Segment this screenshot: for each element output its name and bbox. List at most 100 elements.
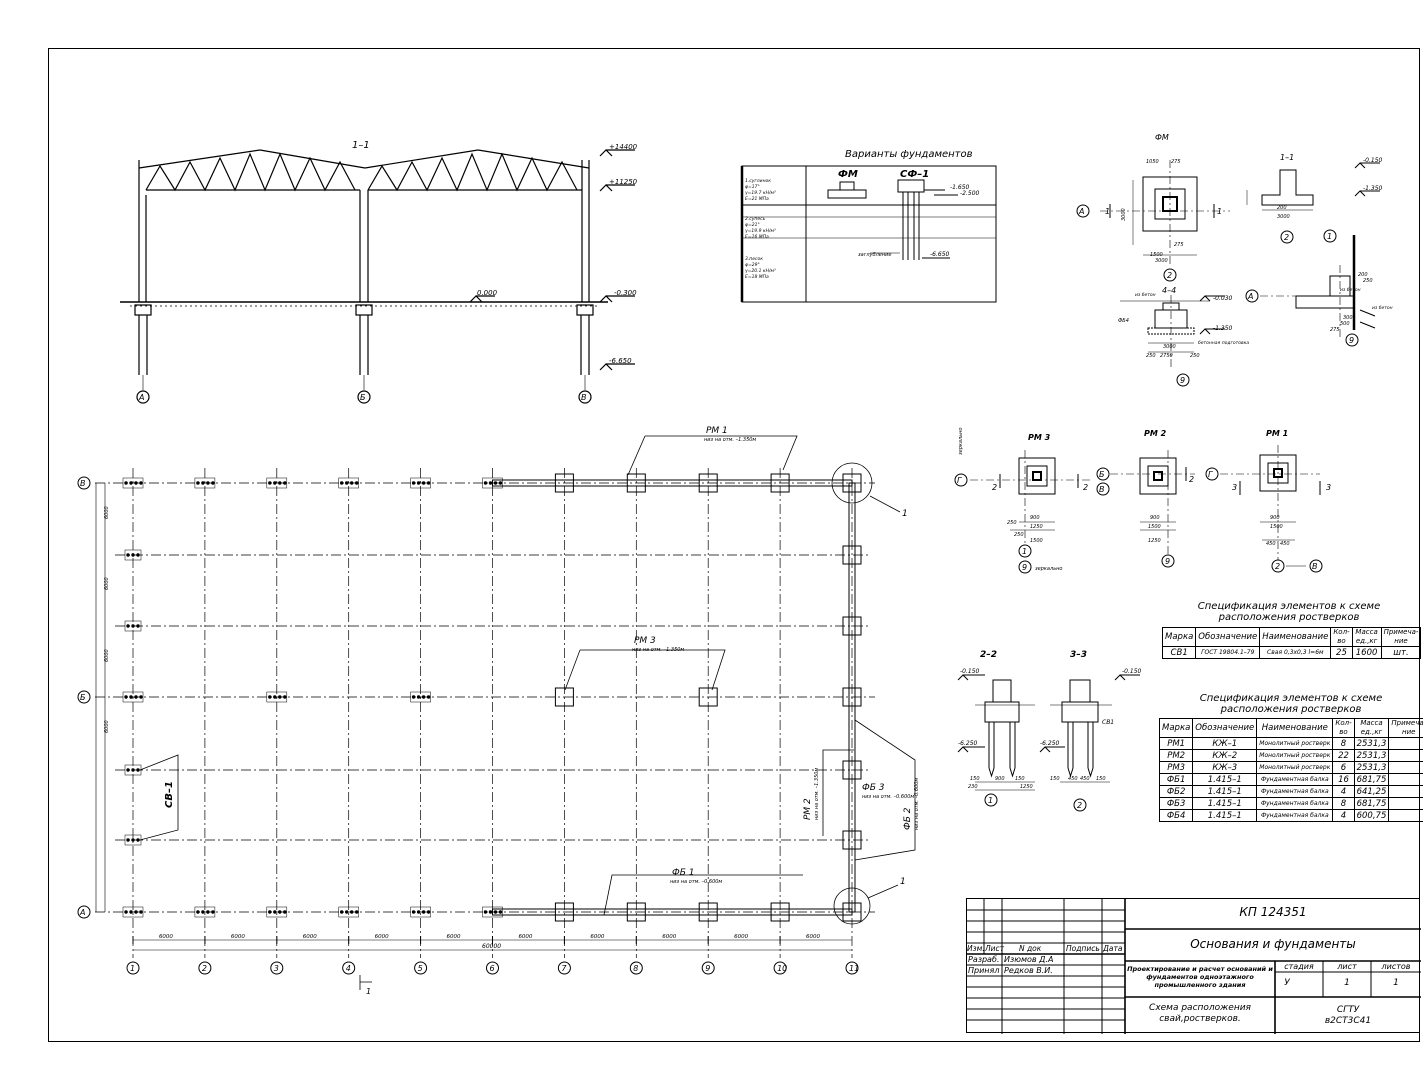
sheets-label: листов [1381, 962, 1411, 971]
soil-3-d: E=18 МПа [745, 274, 769, 280]
pile [355, 910, 359, 914]
elev-ground: -0.300 [614, 289, 637, 297]
grillage-rm3 [554, 687, 574, 707]
plan-rm2: РМ 2 [803, 798, 813, 820]
pile [131, 768, 135, 772]
col-list: Лист [985, 944, 1005, 953]
spec1-r0-name: Свая 0,3х0,3 l=6м [1259, 646, 1332, 659]
grillage [626, 902, 646, 922]
elev-top: +14400 [609, 143, 638, 151]
plan-fb1: ФБ 1 [672, 868, 695, 878]
rm2-cut: 2 [1189, 475, 1194, 484]
grillage [842, 545, 862, 565]
s22-dim-4: 1250 [1020, 784, 1033, 790]
rm1-title: РМ 1 [1266, 429, 1288, 438]
fm-sec-dim: 200 [1277, 205, 1287, 211]
plan-rm2-sub: низ на отм. –1.350м [814, 768, 820, 820]
node-1-axis-9: 9 [1349, 336, 1354, 345]
grillage [842, 473, 862, 493]
spec1-title-l1: Спецификация элементов к схеме [1197, 601, 1381, 612]
axis-bubble [557, 961, 571, 975]
s33-dim-1: 150 [1050, 776, 1060, 782]
spec2-cell: 2531,3 [1353, 749, 1390, 762]
pile [126, 838, 130, 842]
spec1-h-note: Примеча-ние [1380, 627, 1422, 647]
spec2-title: Спецификация элементов к схеме расположе… [1196, 693, 1386, 715]
pile [131, 838, 135, 842]
fm-axis-2: 2 [1167, 271, 1172, 280]
sheet-value: 1 [1344, 978, 1350, 988]
pile [416, 481, 421, 485]
role-check: Принял [968, 966, 1000, 975]
fm-axis-a: А [1078, 207, 1084, 216]
grillage [698, 473, 718, 493]
spec2-cell: Фундаментная балка [1256, 809, 1334, 822]
pile [411, 910, 416, 914]
org-l1: СГТУ [1336, 1005, 1360, 1015]
sheets-value: 1 [1393, 978, 1399, 988]
plan-sv1: СВ–1 [164, 781, 175, 808]
spec2-cell [1388, 773, 1423, 786]
pile-cap [194, 477, 216, 489]
axis-bubble [270, 961, 284, 975]
col-sign: Подпись [1066, 944, 1100, 953]
rm3-axis-g: Г [957, 476, 962, 485]
spec2-cell: 4 [1332, 809, 1355, 822]
pile [340, 481, 344, 485]
spec2-cell: Фундаментная балка [1256, 785, 1334, 798]
s44-label-fb4: ФБ4 [1118, 318, 1129, 324]
fm-dim-4: 275 [1174, 242, 1184, 248]
spec2-cell: Монолитный ростверк [1256, 737, 1334, 750]
rm1-dim-1: 900 [1270, 515, 1280, 521]
pile [273, 910, 277, 914]
pile-cap [410, 477, 431, 489]
grillage [554, 473, 574, 493]
pile-cap [122, 477, 144, 489]
rm1-axis-g: Г [1208, 470, 1213, 479]
spec1-h-qty: Кол-во [1330, 627, 1353, 647]
doc-subtitle: Проектирование и расчет оснований и фунд… [1127, 965, 1273, 989]
s33-dim-3: 450 [1080, 776, 1090, 782]
spec2-cell: РМ2 [1158, 749, 1194, 762]
pile-cap [266, 477, 288, 489]
foundation-beam-right [848, 482, 856, 913]
axis-label-col: 6 [490, 964, 495, 973]
soil-2-d: E=16 МПа [745, 234, 769, 240]
node-1-dim-1: 300 [1343, 315, 1353, 321]
node-1-label-1: из бетон [1340, 287, 1361, 293]
node-1-dim-4: 500 [1340, 321, 1350, 327]
grillage [626, 473, 646, 493]
pile [340, 910, 344, 914]
spec1-title-l2: расположения ростверков [1218, 612, 1360, 623]
spec2-cell: КЖ–2 [1192, 749, 1258, 762]
pile [196, 481, 200, 485]
span-dim: 6000 [662, 934, 676, 940]
rm3-dim-2: 1250 [1030, 524, 1043, 530]
spec2-cell: ФБ2 [1158, 785, 1194, 798]
s33-dim-2: 450 [1068, 776, 1078, 782]
table-row: СВ1 ГОСТ 19804.1–79 Свая 0,3х0,3 l=6м 25… [1161, 646, 1422, 659]
soil-2-b: φ=21° [745, 222, 760, 228]
rm2-axis-b: Б [1099, 470, 1105, 479]
s22-dim-1: 150 [970, 776, 980, 782]
pile-cap [124, 620, 142, 632]
spec2-cell: 1.415–1 [1192, 809, 1258, 822]
grillage [770, 473, 790, 493]
spec2-cell: РМ3 [1158, 761, 1194, 774]
pile [136, 768, 140, 772]
node-1-axis-a: А [1247, 292, 1253, 301]
soil-1-a: 1.суглинок [745, 178, 771, 184]
node-1-dim-2: 275 [1330, 327, 1340, 333]
s44-label-beton: из бетон [1135, 292, 1156, 298]
rm2-title: РМ 2 [1144, 429, 1167, 438]
col-date: Дата [1103, 944, 1123, 953]
axis-bubble [845, 961, 859, 975]
pile [426, 481, 431, 485]
spec2-cell: 16 [1332, 773, 1355, 786]
pile [278, 910, 282, 914]
spec2-cell: Монолитный ростверк [1256, 761, 1334, 774]
grillage [554, 902, 574, 922]
